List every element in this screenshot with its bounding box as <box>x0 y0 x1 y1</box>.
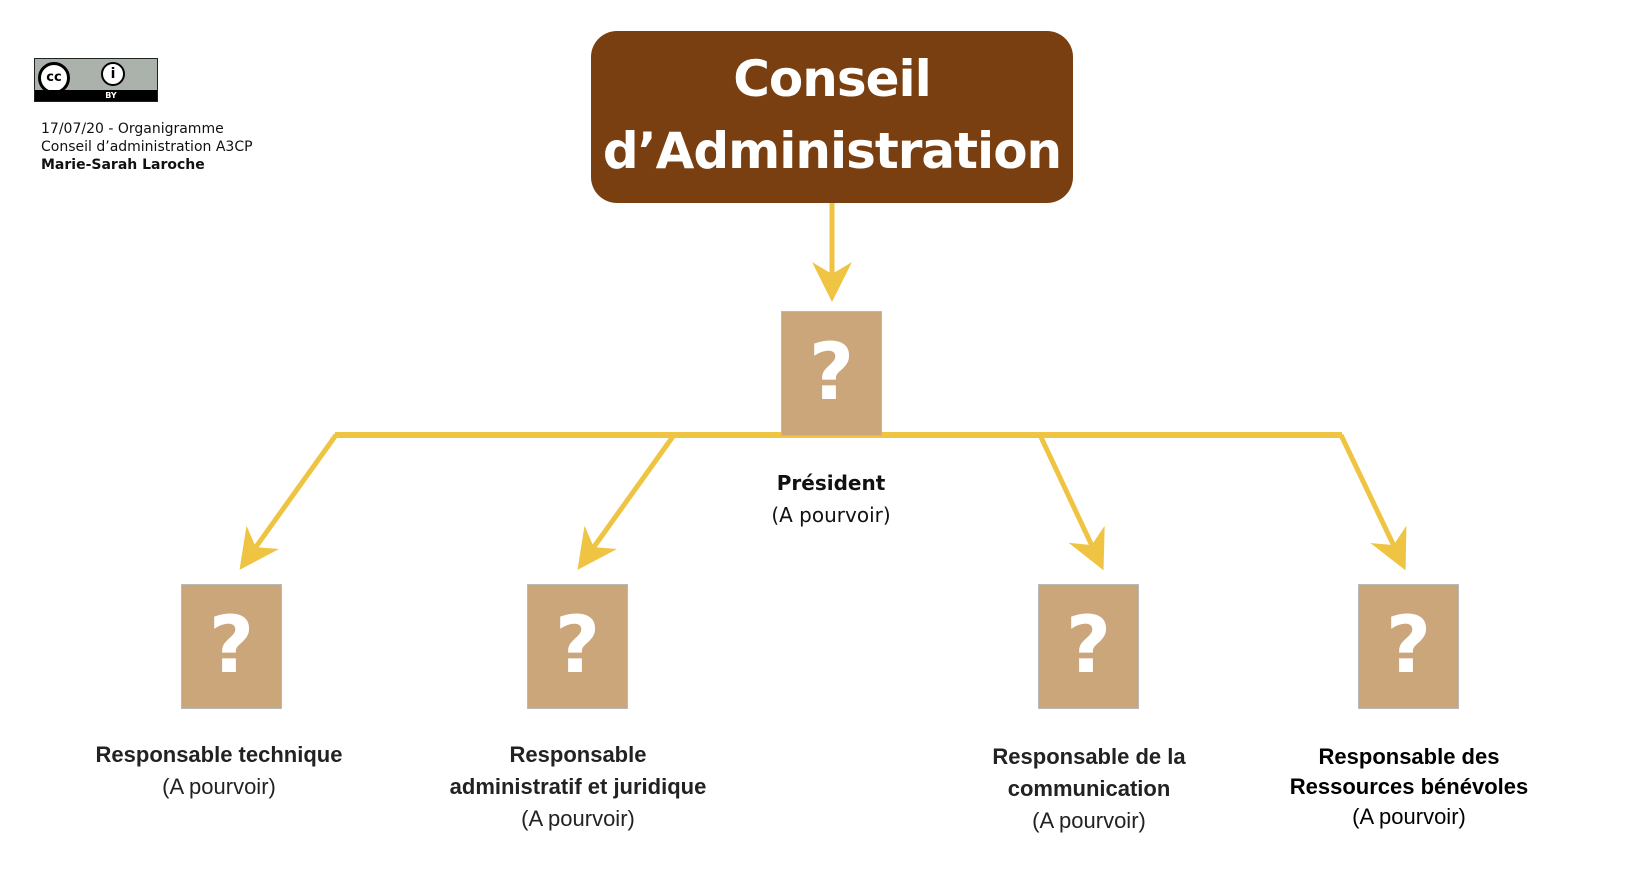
board-title-line2: d’Administration <box>602 122 1062 180</box>
member-label-administratif: Responsable administratif et juridique (… <box>398 739 758 835</box>
president-label: Président (A pourvoir) <box>651 467 1011 531</box>
member-role: Responsable technique <box>95 742 343 767</box>
cc-by-license-badge: cc i BY <box>34 58 158 102</box>
member-label-technique: Responsable technique (A pourvoir) <box>39 739 399 803</box>
member-role: communication <box>1007 776 1171 801</box>
member-status: (A pourvoir) <box>521 806 635 831</box>
member-placeholder-photo: ? <box>1358 584 1459 709</box>
meta-subject-line: Conseil d’administration A3CP <box>41 139 253 155</box>
connector-to-administratif <box>577 433 677 570</box>
person-icon: i <box>101 62 125 86</box>
board-title-line1: Conseil <box>733 50 932 108</box>
member-role: Ressources bénévoles <box>1289 774 1529 799</box>
member-placeholder-photo: ? <box>181 584 282 709</box>
connector-to-technique <box>239 433 339 570</box>
board-title-box: Conseil d’Administration <box>591 31 1073 203</box>
license-by-label: BY <box>35 90 157 101</box>
connector-to-communication <box>1037 433 1105 571</box>
member-role: Responsable des <box>1318 744 1500 769</box>
president-status: (A pourvoir) <box>771 503 891 527</box>
member-status: (A pourvoir) <box>1352 804 1466 829</box>
member-status: (A pourvoir) <box>1032 808 1146 833</box>
meta-author: Marie-Sarah Laroche <box>41 157 205 173</box>
president-role: Président <box>776 471 886 495</box>
cc-icon: cc <box>38 62 70 94</box>
member-placeholder-photo: ? <box>527 584 628 709</box>
member-status: (A pourvoir) <box>162 774 276 799</box>
president-placeholder-photo: ? <box>781 311 882 436</box>
member-role: Responsable <box>509 742 647 767</box>
member-label-ressources: Responsable des Ressources bénévoles (A … <box>1229 742 1589 832</box>
member-role: Responsable de la <box>992 744 1186 769</box>
member-role: administratif et juridique <box>449 774 707 799</box>
member-label-communication: Responsable de la communication (A pourv… <box>909 741 1269 837</box>
meta-date-line: 17/07/20 - Organigramme <box>41 121 224 137</box>
connector-to-ressources <box>1338 433 1407 571</box>
member-placeholder-photo: ? <box>1038 584 1139 709</box>
